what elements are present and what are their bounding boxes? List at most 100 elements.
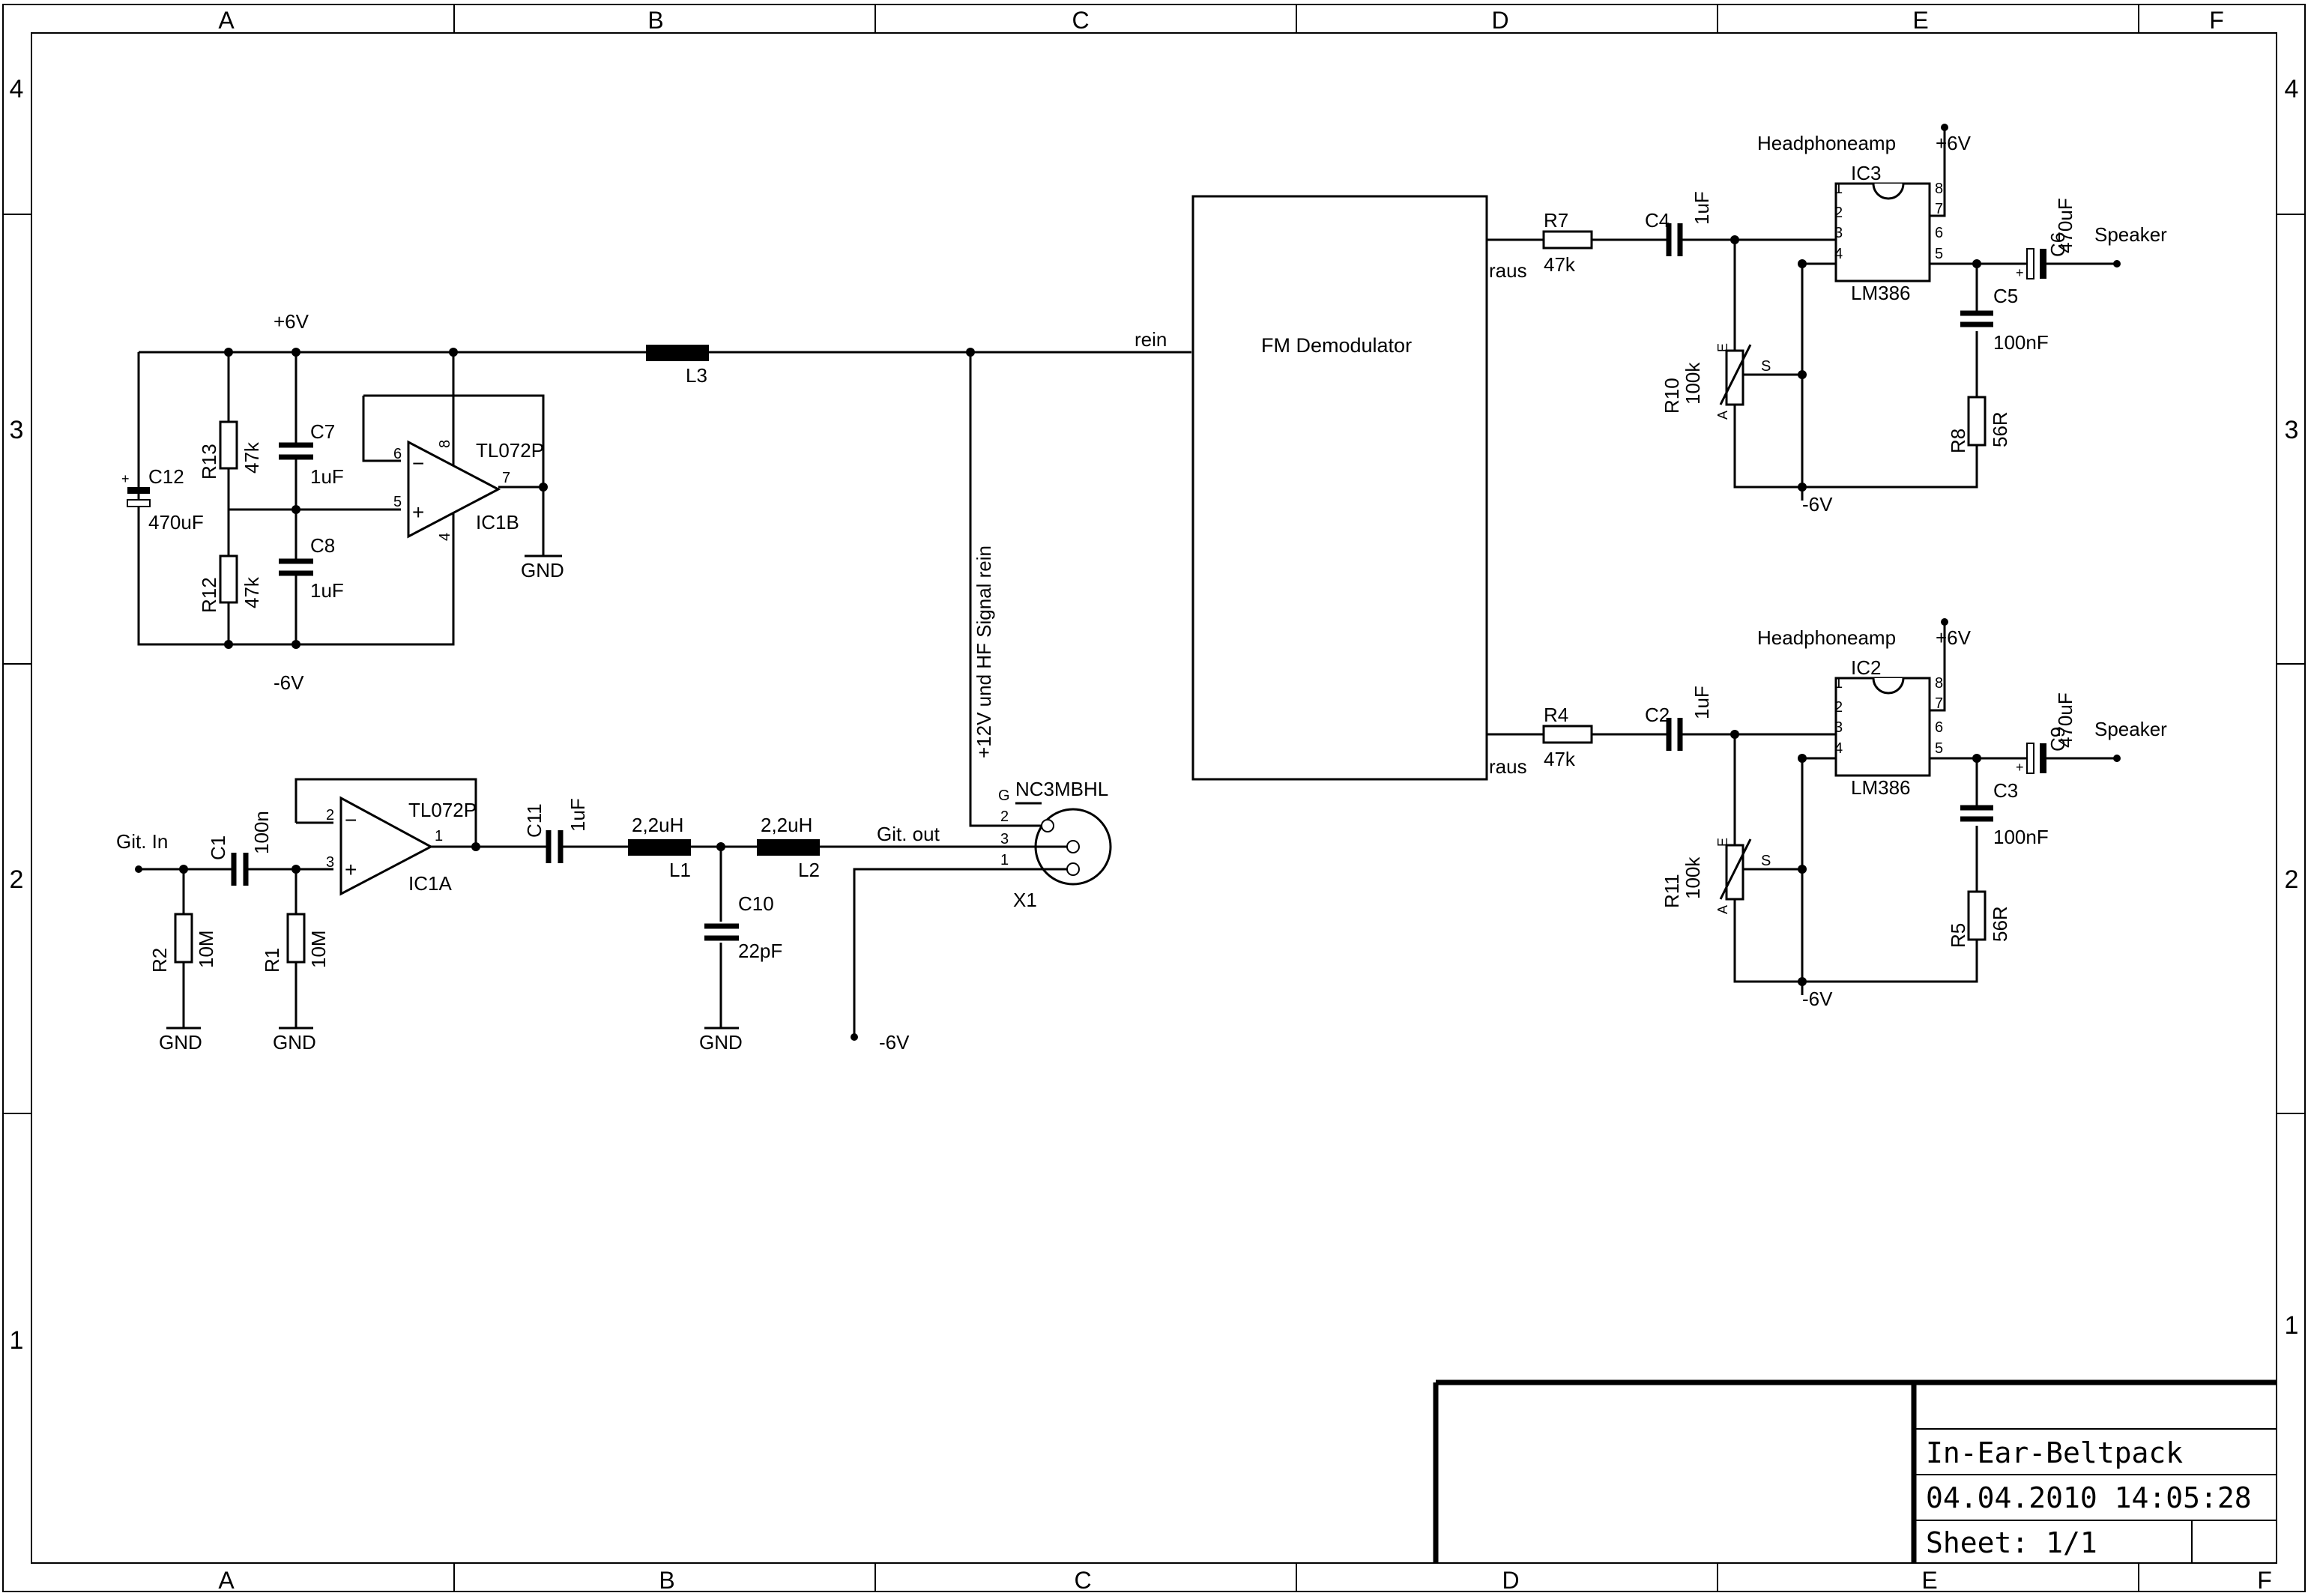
r10-pin-a: A [1715,411,1730,420]
col-label-top: A [218,7,235,34]
speaker-label: Speaker [2094,223,2167,246]
drawing-frame: A B C D E F A B C D E F 4 3 2 1 4 3 2 1 [2,4,2306,1594]
ic1b-pin7: 7 [502,470,510,486]
fm-demodulator-block [1191,195,1488,781]
output-label: raus [1489,259,1527,282]
pos6-label: +6V [1936,132,1972,154]
gnd-label: GND [159,1031,202,1054]
col-label-bottom: D [1502,1567,1519,1594]
ic3-pin4: 4 [1834,246,1843,262]
c6-name: C6 [2046,232,2069,257]
junction-dot [291,640,300,649]
fm-demodulator-label: FM Demodulator [1261,334,1412,357]
x1-pin1 [1066,862,1080,876]
terminal-dot [1941,124,1948,131]
r12-name: R12 [198,577,220,613]
junction-dot [1798,483,1807,492]
x1-pin2 [1041,819,1054,832]
gnd-label: GND [521,559,564,581]
r2-name: R2 [148,948,171,973]
r1-resistor [286,913,306,964]
col-label-bottom: B [659,1567,674,1594]
x1-type: NC3MBHL [1015,778,1108,800]
r5-value: 56R [1989,906,2011,942]
guitar-in-label: Git. In [116,830,168,853]
col-label-bottom: C [1074,1567,1091,1594]
headphone-amp-label: Headphoneamp [1757,132,1896,154]
pos6-label: +6V [1936,626,1972,649]
c7-name: C7 [310,420,335,443]
junction-dot [179,865,188,874]
ic1b-plus: + [412,501,424,524]
col-label-top: D [1491,7,1508,34]
row-label-left: 2 [10,865,24,894]
junction-dot [291,865,300,874]
x1-name: X1 [1013,889,1037,911]
r11-value: 100k [1682,856,1704,899]
c8-value: 1uF [310,579,344,602]
c9-plus: + [2016,760,2024,775]
ic3-pin3: 3 [1834,225,1843,241]
l2-value: 2,2uH [761,814,812,836]
c12-plus: + [121,471,130,486]
output-label: raus [1489,755,1527,778]
ic1a-plus: + [345,858,357,881]
col-label-top: F [2209,7,2224,34]
col-label-bottom: A [218,1567,235,1594]
x1-pin-g: G [998,788,1010,804]
terminal-dot [2113,755,2121,762]
l1-value: 2,2uH [632,814,683,836]
c6-plus: + [2016,265,2024,280]
r7-value: 47k [1544,253,1576,276]
r4-resistor [1542,725,1593,744]
neg6-label: -6V [1802,988,1833,1010]
row-label-left: 3 [10,416,24,444]
l2-inductor [757,839,820,856]
c3-value: 100nF [1993,826,2049,848]
x1-pin-label-3: 3 [1000,831,1009,847]
ic2-pin1: 1 [1834,675,1843,692]
c5-name: C5 [1993,285,2018,307]
gnd-label: GND [273,1031,316,1054]
terminal-dot [1941,618,1948,626]
neg6-rail-label: -6V [274,671,304,694]
ic2-pin3: 3 [1834,719,1843,736]
r10-pin-e: E [1715,343,1730,352]
bias-supply-section: +6V -6V + C12 470uF R13 47k R12 47k C7 1… [121,310,1191,694]
r12-resistor [219,554,238,604]
c12-value: 470uF [148,511,204,533]
junction-dot [1798,259,1807,268]
col-label-bottom: E [1921,1567,1937,1594]
l3-name: L3 [686,364,707,387]
r1-name: R1 [261,948,283,973]
sheet-number: Sheet: 1/1 [1926,1526,2097,1559]
ic1b-name: IC1B [476,511,519,533]
ic3-pin6: 6 [1935,225,1943,241]
c9-capacitor [2026,743,2034,774]
ic1a-minus: − [345,808,357,832]
r10-value: 100k [1682,362,1704,405]
ic3-pin5: 5 [1935,246,1943,262]
ic1b-type: TL072P [476,439,544,462]
col-label-top: B [647,7,663,34]
headphone-amp-1-section: raus R7 47k C4 1uF R10 100k A E S Headph… [1487,124,2167,516]
ic3-pin7: 7 [1935,201,1943,217]
c6-value: 470uF [2054,198,2076,253]
l1-name: L1 [669,859,691,881]
c12-capacitor [127,499,151,507]
r2-resistor [174,913,193,964]
ic1a-name: IC1A [408,872,452,895]
r11-pin-s: S [1761,853,1771,869]
input-label: rein [1135,328,1167,351]
ic1b-pin6: 6 [393,446,402,462]
ic2-lm386 [1834,677,1931,777]
terminal-dot [135,865,142,873]
r1-value: 10M [307,930,330,968]
neg6-label: -6V [879,1031,910,1054]
x1-pin-label-1: 1 [1000,852,1009,868]
c8-name: C8 [310,534,335,557]
ic2-pin5: 5 [1935,740,1943,757]
junction-dot [1730,235,1739,244]
ic1a-pin2: 2 [326,807,334,823]
c1-name: C1 [207,835,229,860]
